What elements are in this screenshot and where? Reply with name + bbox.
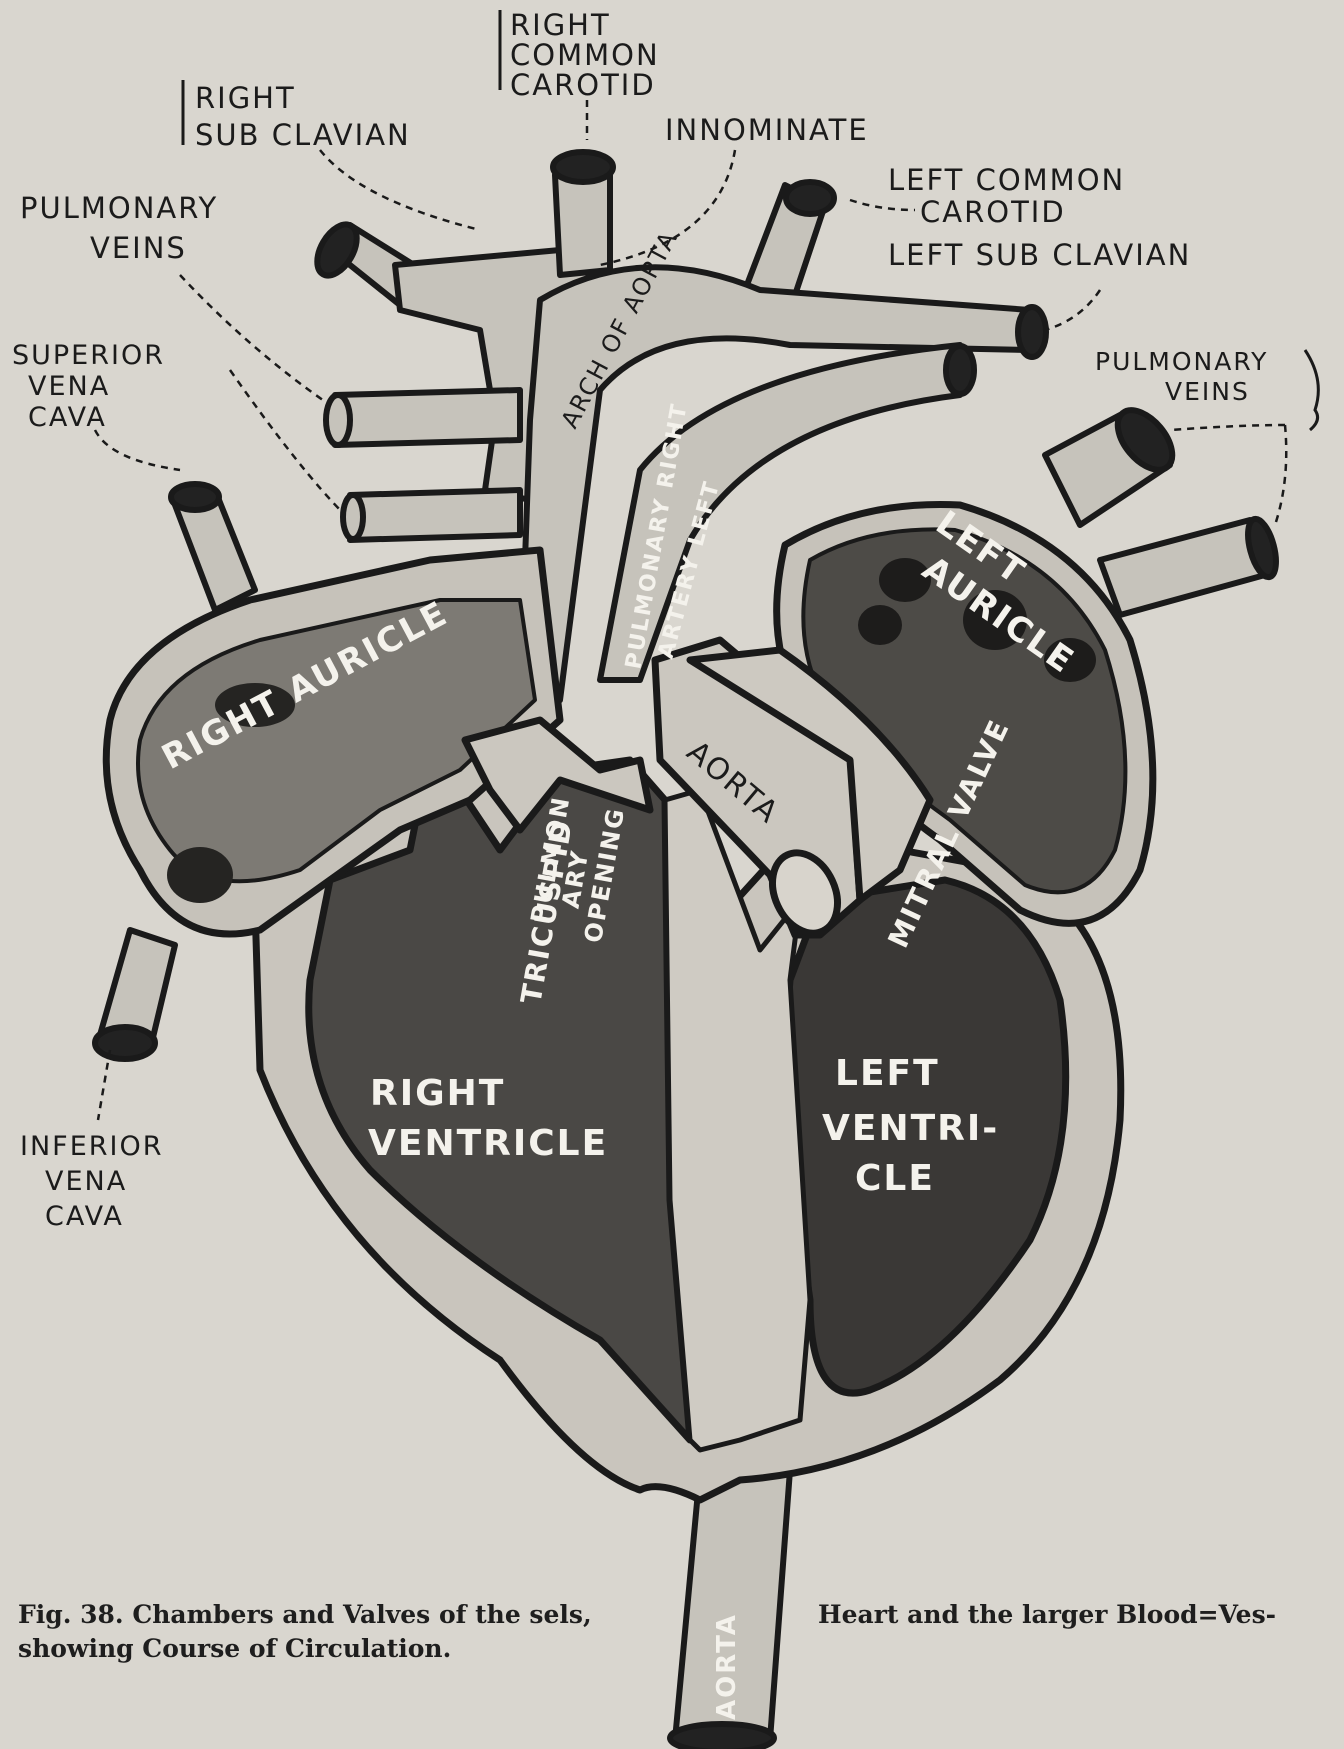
pulmonary-artery-opening [946,346,974,394]
pulmonary-vein-upper-left-opening [326,395,350,445]
pulmonary-vein-upper-left [335,390,520,445]
figure-caption-right: Heart and the larger Blood=Ves- [818,1598,1338,1632]
left-common-carotid-opening [786,182,834,214]
pulmonary-vein-lower-left [350,490,520,540]
bracket-pulmonary-veins-right [1305,350,1318,430]
label-right-common-carotid: RIGHT COMMON CAROTID [510,8,671,102]
inferior-vena-cava-opening [95,1027,155,1059]
leader-inferior-vena-cava [98,1050,110,1120]
figure-caption-left: Fig. 38. Chambers and Valves of the sels… [18,1598,658,1666]
right-auricle-opening-2 [167,847,233,903]
leader-pulmonary-veins-right [1170,425,1286,525]
label-aorta-bottom: AORTA [712,1613,742,1720]
label-pulmonary-veins-right: PULMONARY VEINS [1095,347,1278,406]
pulmonary-vein-lower-right [1100,520,1265,615]
right-common-carotid-opening [553,152,613,182]
left-sub-clavian-opening [1018,307,1046,357]
label-pulmonary-veins-left: PULMONARY VEINS [20,191,229,265]
label-superior-vena-cava: SUPERIOR VENA CAVA [12,340,176,433]
label-right-sub-clavian: RIGHT SUB CLAVIAN [195,81,411,152]
label-left-sub-clavian: LEFT SUB CLAVIAN [888,238,1191,272]
pulmonary-vein-lower-left-opening [343,495,363,539]
leader-pulmonary-veins-left [180,275,345,515]
leader-right-sub-clavian [320,150,480,230]
label-innominate: INNOMINATE [665,113,869,147]
leader-superior-vena-cava [95,430,180,470]
label-left-common-carotid: LEFT COMMON CAROTID [888,163,1136,229]
superior-vena-cava-opening [171,484,219,510]
descending-aorta-opening [670,1724,774,1749]
label-inferior-vena-cava: INFERIOR VENA CAVA [20,1131,174,1232]
leader-left-common-carotid [850,200,915,210]
left-auricle-vein-opening-2 [858,605,902,645]
leader-left-sub-clavian [1045,290,1100,330]
